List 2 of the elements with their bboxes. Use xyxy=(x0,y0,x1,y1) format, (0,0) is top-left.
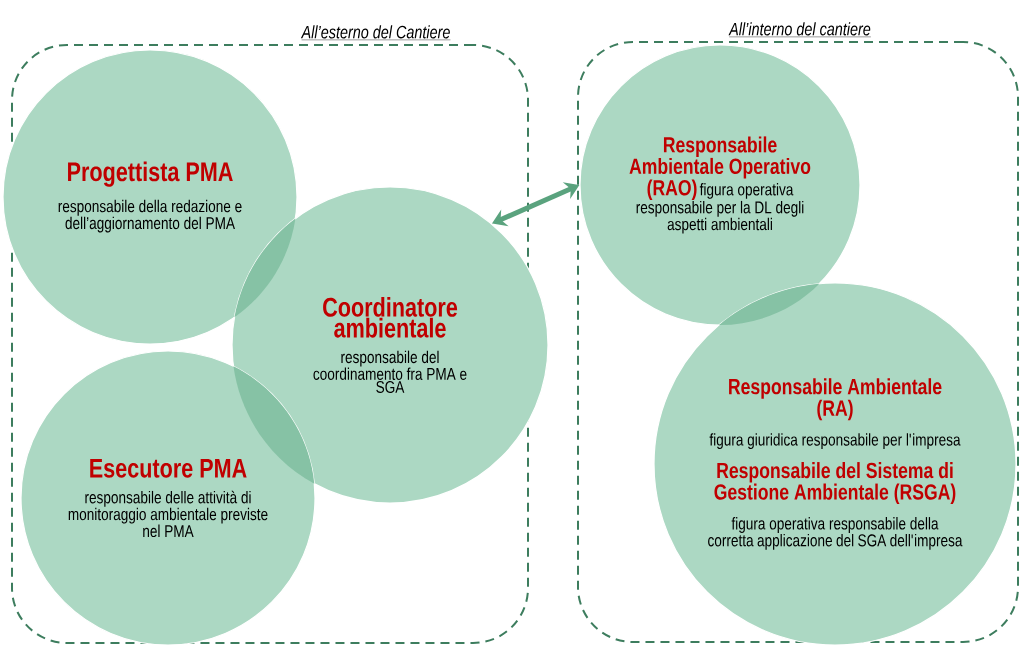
node-label: All’interno del cantiere xyxy=(728,22,871,36)
node-label: All’esterno del Cantiere xyxy=(300,25,450,39)
